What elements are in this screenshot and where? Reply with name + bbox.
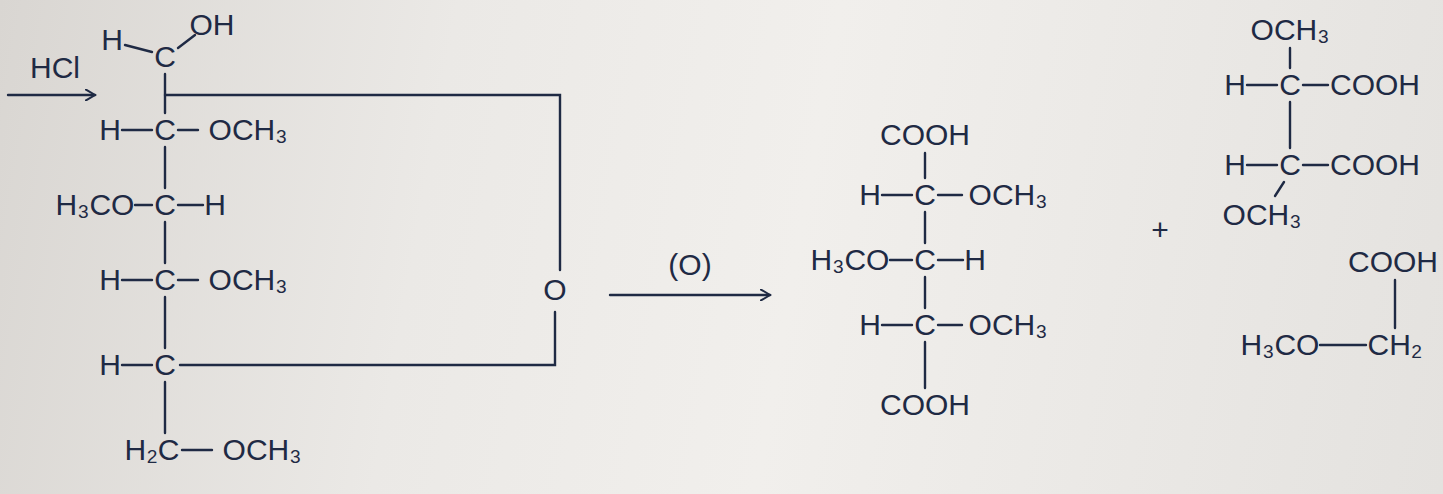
- chem-label: O: [543, 273, 566, 307]
- chem-label: OCH₃: [223, 433, 302, 467]
- chem-label: H₃CO: [1241, 328, 1320, 362]
- chem-label: H: [859, 308, 881, 342]
- chem-label: C: [154, 188, 176, 222]
- chem-label: C: [1279, 148, 1301, 182]
- chem-label: COOH: [1330, 68, 1420, 102]
- chem-label: H: [99, 113, 121, 147]
- chem-label: H: [964, 243, 986, 277]
- chem-label: H: [101, 23, 123, 57]
- chem-label: H₃CO: [811, 243, 890, 277]
- chem-label: H: [859, 178, 881, 212]
- chem-label: H₂C: [125, 433, 180, 467]
- chem-label: C: [154, 113, 176, 147]
- chem-label: H₃CO: [56, 188, 135, 222]
- chem-label: C: [914, 243, 936, 277]
- chem-label: OCH₃: [1223, 198, 1302, 232]
- chem-label: OCH₃: [209, 263, 288, 297]
- chem-label: CH₂: [1368, 328, 1423, 362]
- chem-label: OCH₃: [969, 178, 1048, 212]
- chem-label: OCH₃: [969, 308, 1048, 342]
- furanoside-bonds: [122, 35, 560, 450]
- chem-label: C: [914, 178, 936, 212]
- chem-label: COOH: [1348, 245, 1438, 279]
- chem-label: HCl: [30, 51, 80, 85]
- chem-label: C: [154, 40, 176, 74]
- chem-label: H: [99, 263, 121, 297]
- chem-label: C: [154, 348, 176, 382]
- chem-label: OH: [190, 8, 235, 42]
- chem-label: OCH₃: [1251, 13, 1330, 47]
- chem-label: COOH: [880, 118, 970, 152]
- chem-label: OCH₃: [209, 113, 288, 147]
- chem-label: C: [914, 308, 936, 342]
- chem-label: +: [1151, 213, 1169, 247]
- chem-label: H: [1224, 68, 1246, 102]
- chem-label: C: [154, 263, 176, 297]
- chem-label: COOH: [880, 388, 970, 422]
- chem-label: H: [99, 348, 121, 382]
- chem-label: C: [1279, 68, 1301, 102]
- diacid-bonds: [882, 153, 963, 388]
- chem-label: H: [204, 188, 226, 222]
- chem-label: H: [1224, 148, 1246, 182]
- chem-label: COOH: [1330, 148, 1420, 182]
- reaction-arrow: [610, 294, 770, 296]
- reaction-arrow: [8, 94, 95, 96]
- chem-label: (O): [668, 248, 711, 282]
